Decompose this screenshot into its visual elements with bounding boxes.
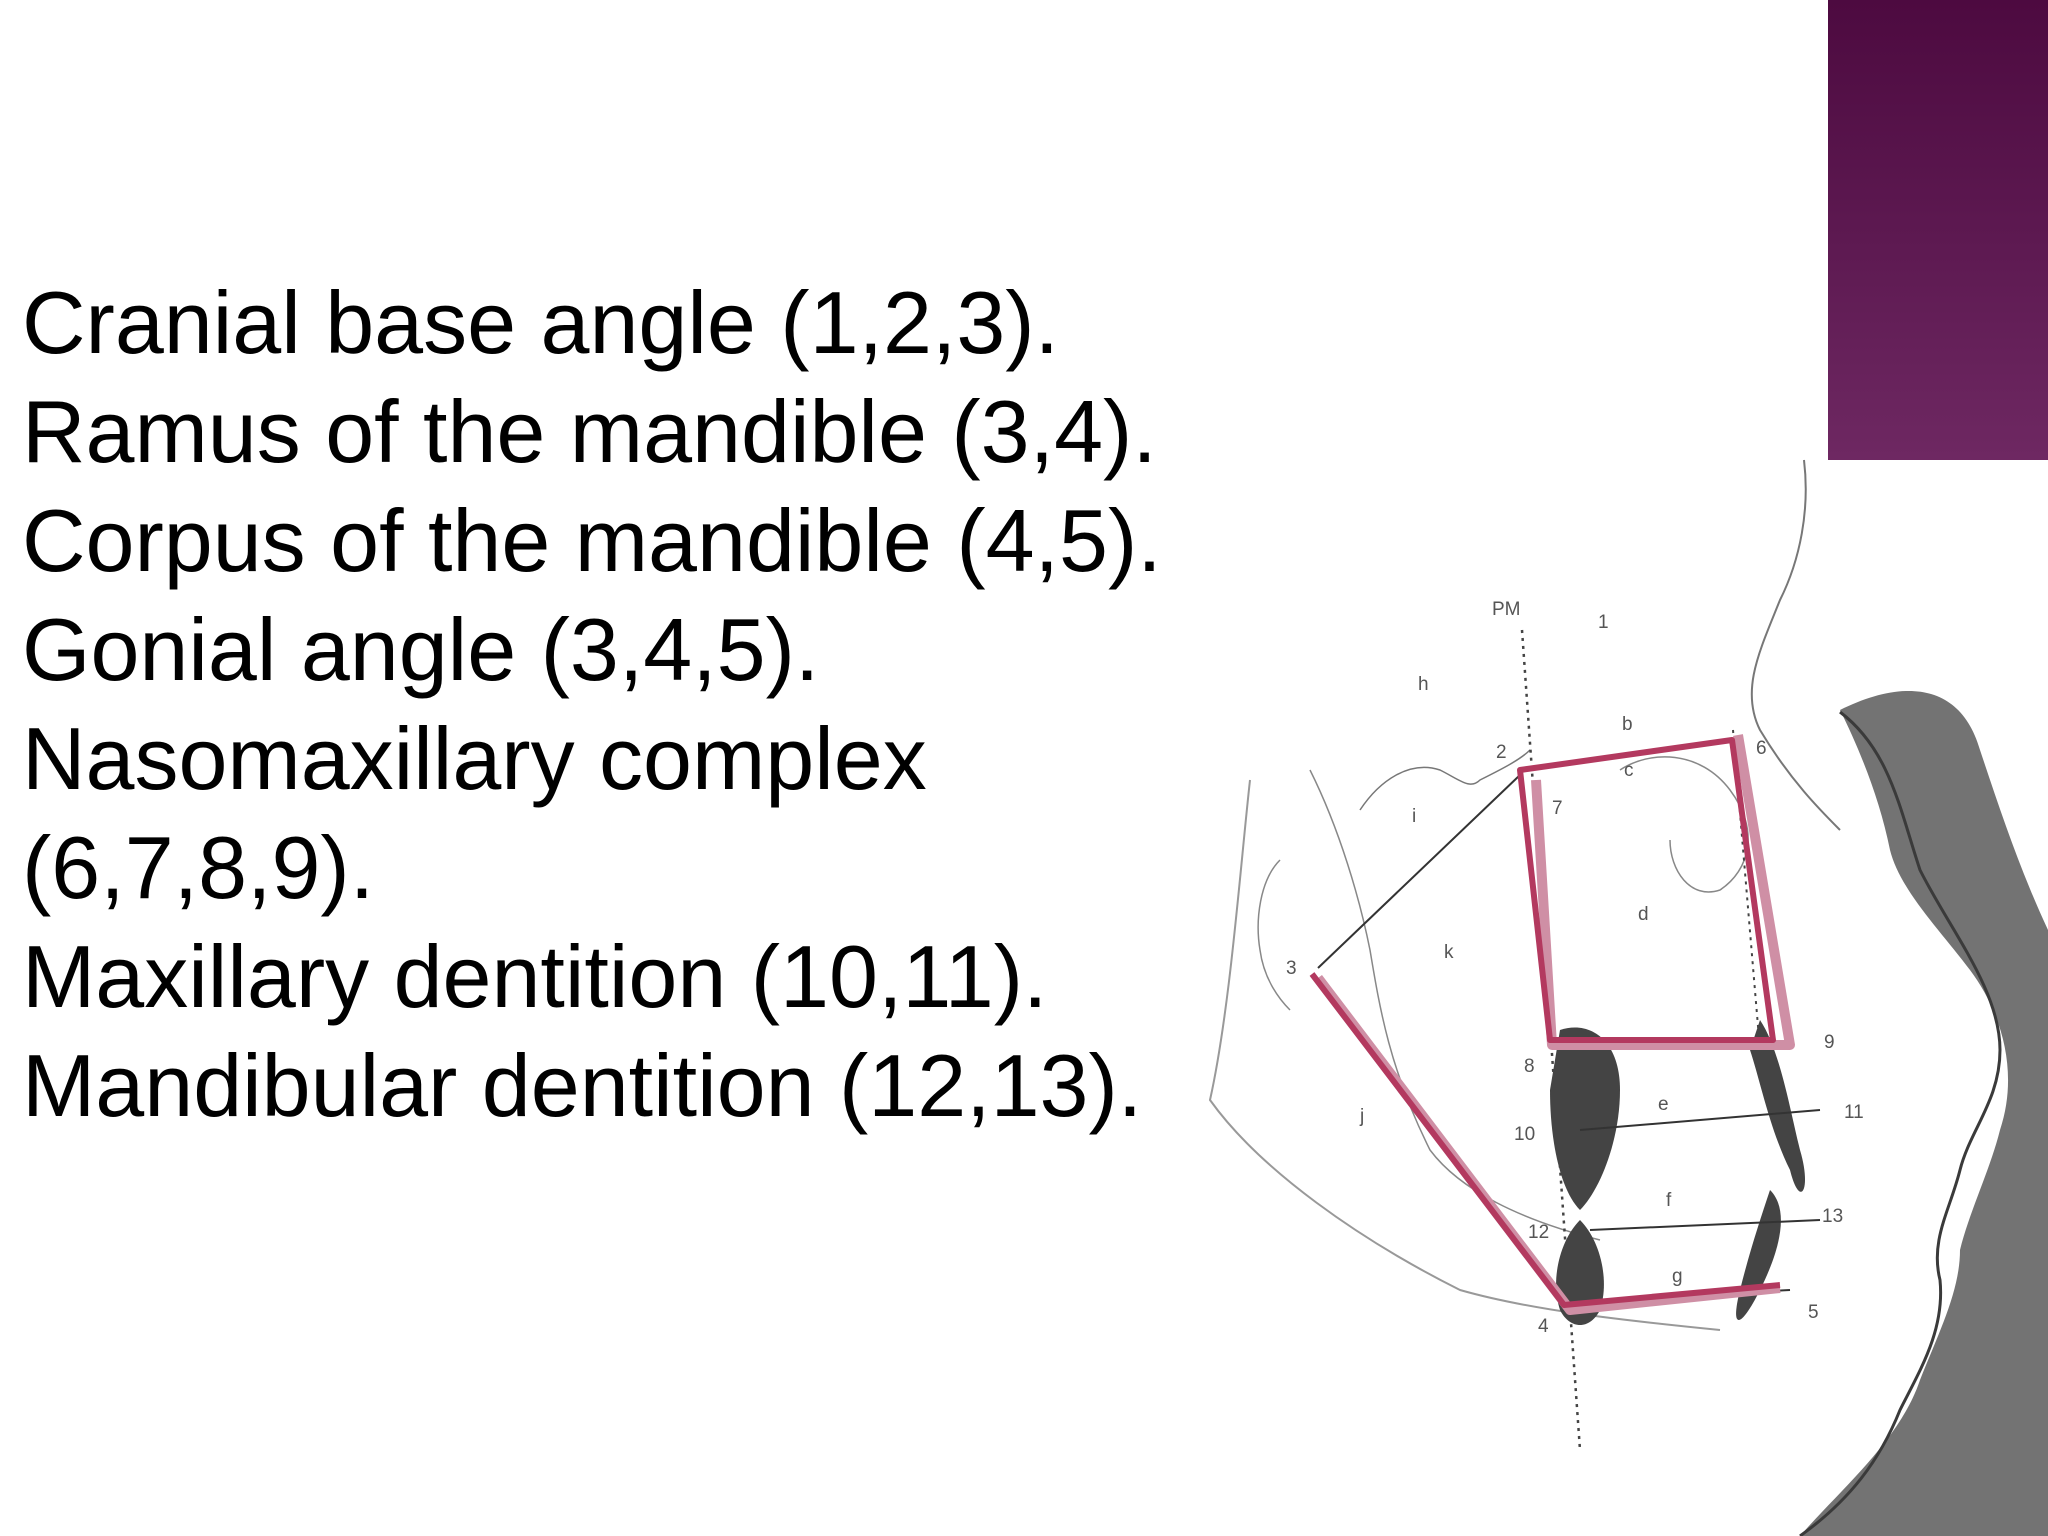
- nose-outline: [1750, 459, 1841, 831]
- label-10: 10: [1514, 1124, 1535, 1145]
- text-line-nasomaxillary: Nasomaxillary complex: [22, 709, 927, 808]
- cranial-curve: [1359, 749, 1531, 811]
- profile-edge: [1799, 710, 2002, 1536]
- label-pm: PM: [1492, 599, 1521, 620]
- label-4: 4: [1538, 1316, 1549, 1337]
- label-11: 11: [1844, 1102, 1864, 1123]
- label-9: 9: [1824, 1032, 1835, 1053]
- skull-outline: [1208, 779, 1721, 1331]
- text-line-ramus: Ramus of the mandible (3,4).: [22, 382, 1157, 481]
- label-1: 1: [1598, 612, 1609, 633]
- label-13: 13: [1822, 1206, 1843, 1227]
- text-line-cranial-base-angle: Cranial base angle (1,2,3).: [22, 273, 1060, 372]
- label-2: 2: [1496, 742, 1507, 763]
- label-b: b: [1622, 714, 1633, 735]
- line-e: [1579, 1109, 1821, 1131]
- label-8: 8: [1524, 1056, 1535, 1077]
- lower-molar: [1556, 1220, 1604, 1325]
- upper-incisor: [1750, 1020, 1806, 1192]
- label-d: d: [1638, 904, 1649, 925]
- label-12: 12: [1528, 1222, 1549, 1243]
- label-f: f: [1666, 1190, 1672, 1211]
- lower-incisor: [1736, 1190, 1781, 1320]
- label-7: 7: [1552, 798, 1563, 819]
- accent-bar: [1828, 0, 2048, 460]
- label-5: 5: [1808, 1302, 1819, 1323]
- label-3: 3: [1286, 958, 1297, 979]
- text-line-maxillary-dentition: Maxillary dentition (10,11).: [22, 927, 1048, 1026]
- overlay-maxilla: [1517, 737, 1776, 1043]
- profile-shadow: [1800, 690, 2048, 1536]
- line-s-n: [1317, 774, 1521, 969]
- upper-molar: [1550, 1027, 1620, 1210]
- slide-text: Cranial base angle (1,2,3). Ramus of the…: [22, 268, 1262, 1140]
- orbit-outline: [1619, 756, 1749, 893]
- text-line-mandibular-dentition: Mandibular dentition (12,13).: [22, 1036, 1143, 1135]
- face-outline: [1309, 769, 1601, 1241]
- cephalometric-diagram: PM h b c d e f g i j k 1 2 3 4 5 6 7 8 9…: [1200, 450, 2048, 1536]
- label-i: i: [1412, 806, 1416, 827]
- label-6: 6: [1756, 738, 1767, 759]
- text-line-corpus: Corpus of the mandible (4,5).: [22, 491, 1162, 590]
- nasion-vertical: [1732, 729, 1761, 1051]
- label-c: c: [1624, 760, 1634, 781]
- overlay-ramus-corpus: [1309, 972, 1781, 1308]
- label-h: h: [1418, 674, 1429, 695]
- label-e: e: [1658, 1094, 1669, 1115]
- label-k: k: [1444, 942, 1454, 963]
- overlay-maxilla-light: [1531, 734, 1795, 1050]
- ear-outline: [1257, 859, 1291, 1011]
- text-line-nasomaxillary-points: (6,7,8,9).: [22, 818, 375, 917]
- text-line-gonial-angle: Gonial angle (3,4,5).: [22, 600, 820, 699]
- label-j: j: [1359, 1106, 1364, 1127]
- line-f: [1589, 1219, 1821, 1231]
- label-g: g: [1672, 1266, 1683, 1287]
